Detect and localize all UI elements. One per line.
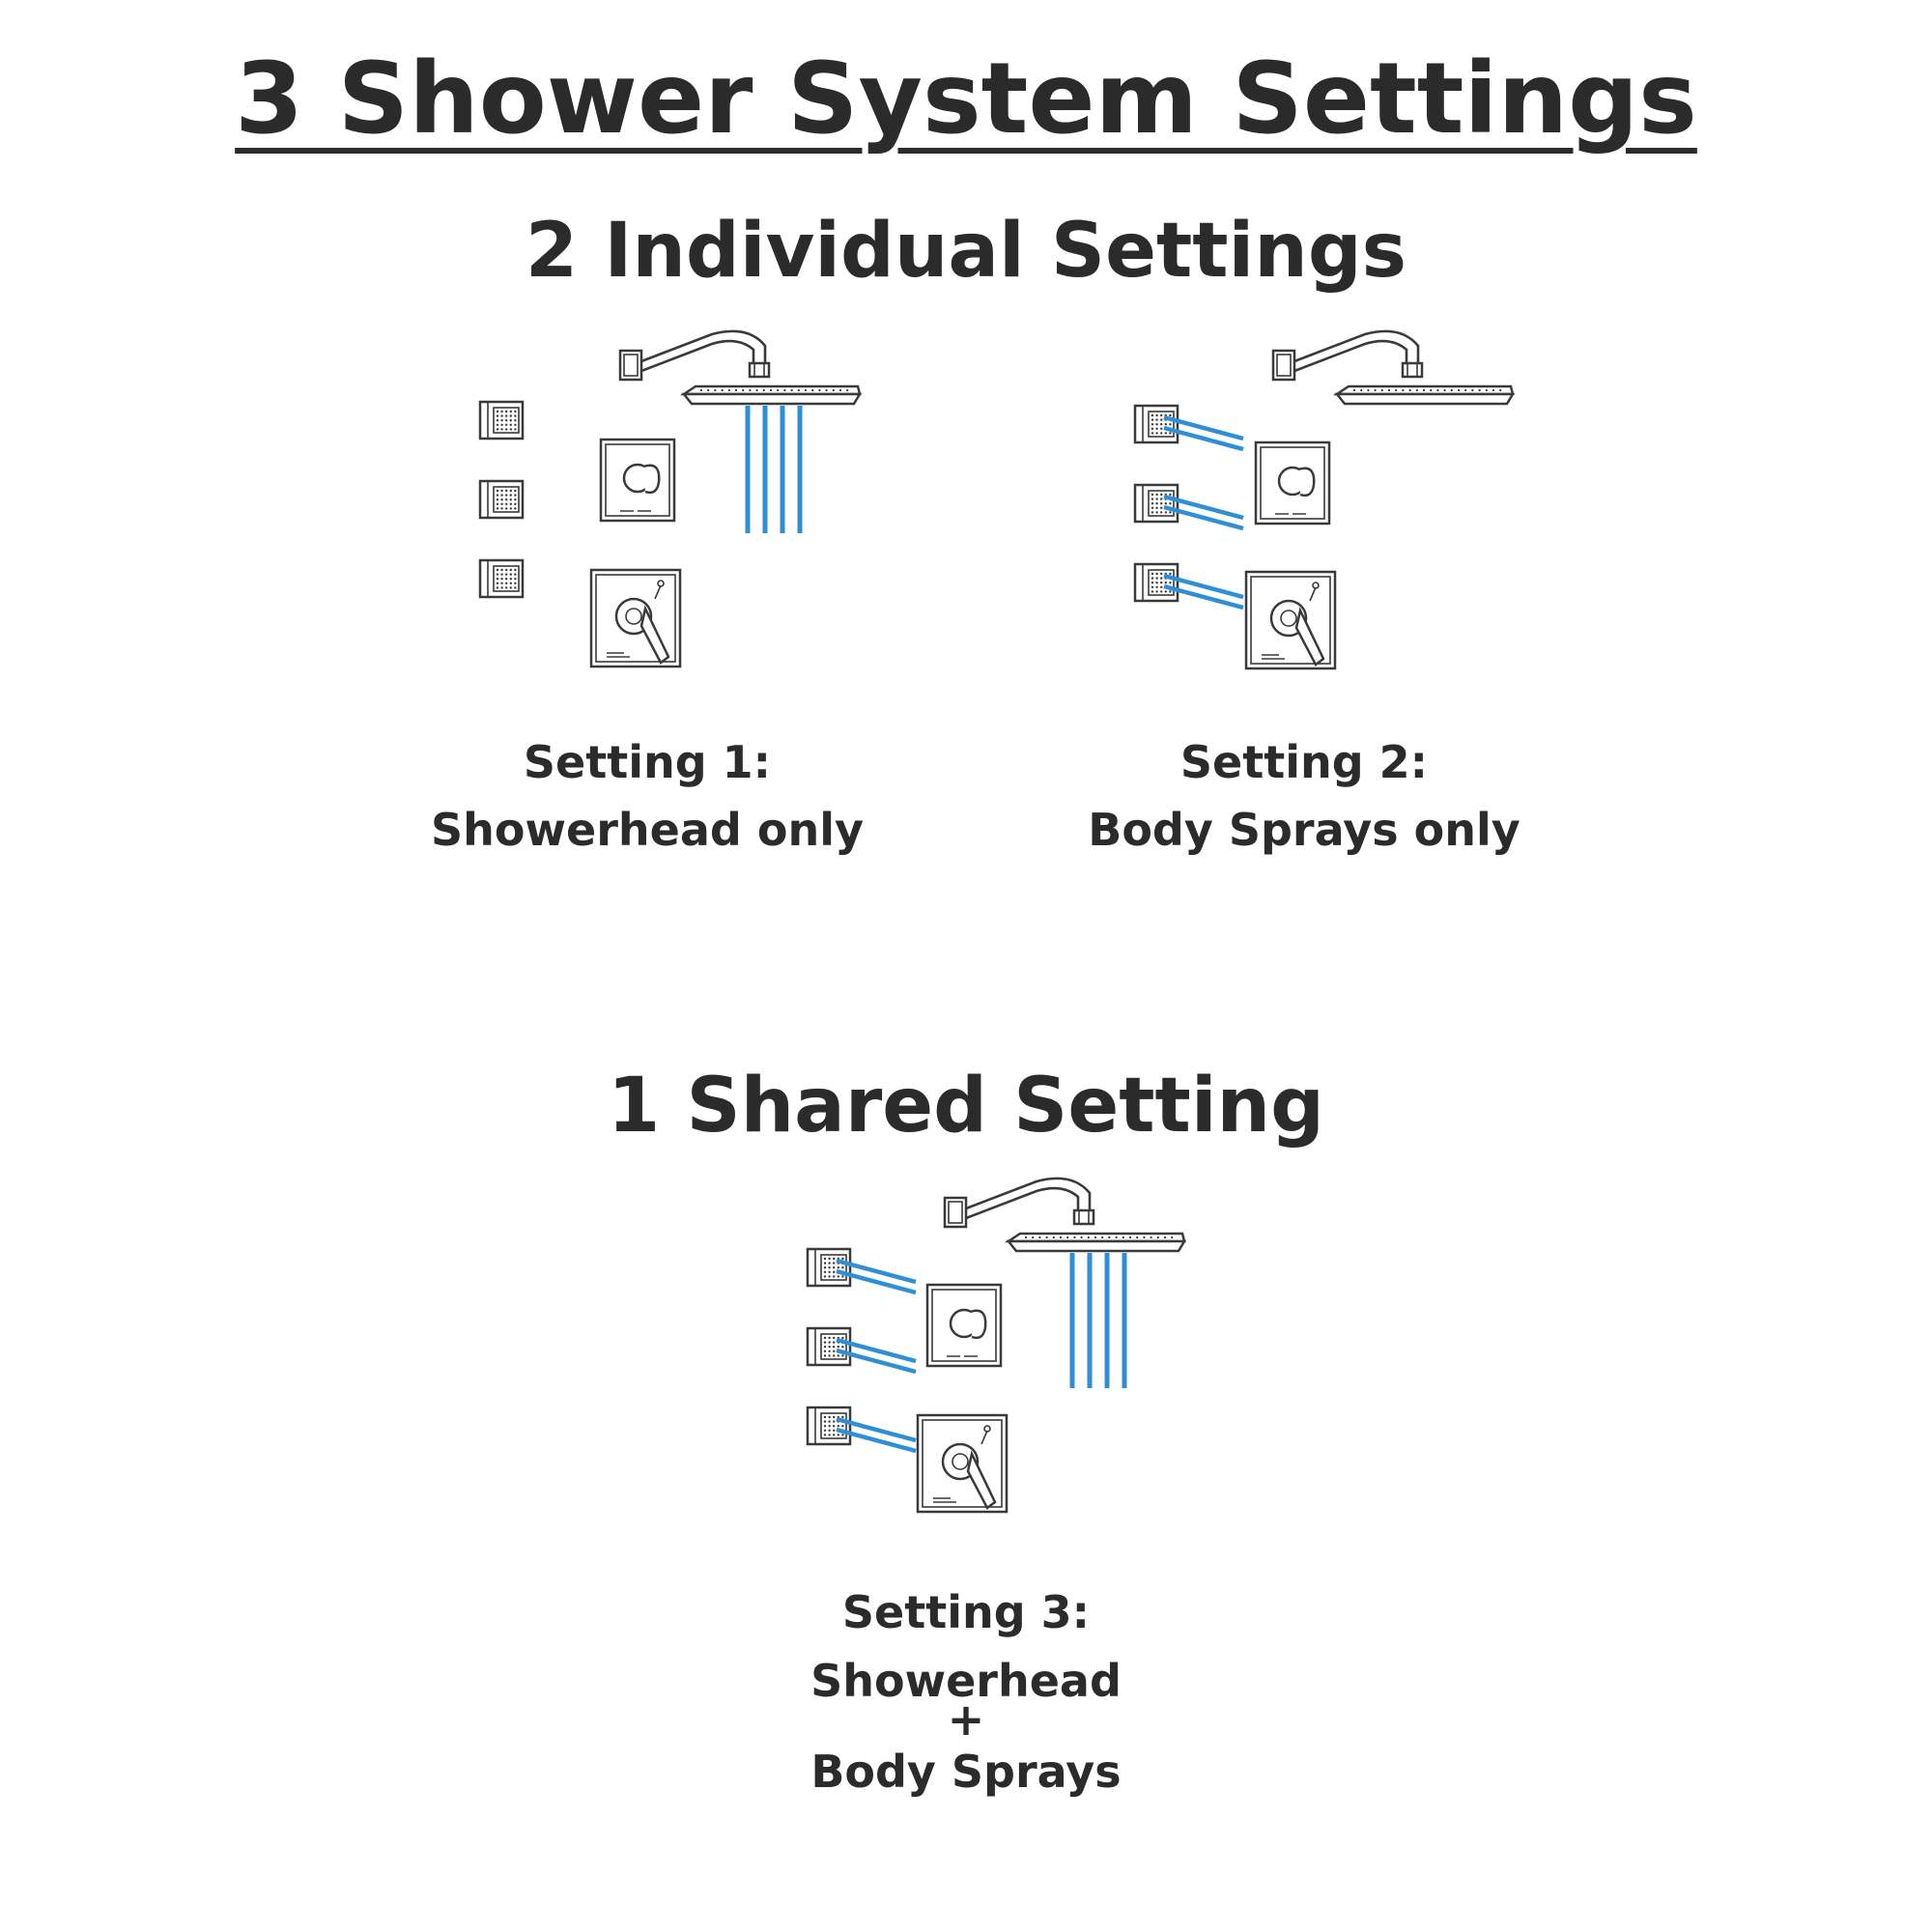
body-spray-water-jet [1163, 414, 1244, 452]
setting-3-plus: + [947, 1693, 985, 1746]
body-spray-icon [806, 1406, 852, 1446]
body-spray-icon [478, 558, 525, 599]
body-spray-icon [1133, 404, 1179, 444]
showerhead-water-stream [745, 406, 803, 533]
diverter-valve-icon [1254, 440, 1331, 526]
page-title-text: 3 Shower System Settings [235, 42, 1697, 156]
temperature-valve-icon [916, 1413, 1009, 1514]
temperature-valve-icon [589, 568, 682, 668]
showerhead-water-stream [1069, 1253, 1127, 1388]
temperature-valve-icon [1244, 570, 1337, 670]
shared-setting-heading: 1 Shared Setting [608, 1063, 1324, 1150]
diverter-valve-icon [925, 1283, 1003, 1368]
diverter-valve-icon [599, 438, 676, 523]
shower-arm-icon [618, 329, 771, 382]
body-spray-water-jet [836, 1337, 917, 1375]
body-spray-water-jet [836, 1416, 917, 1454]
setting-1-description: Showerhead only [431, 804, 864, 856]
body-spray-icon [806, 1326, 852, 1367]
body-spray-water-jet [1163, 573, 1244, 611]
showerhead-icon [679, 384, 863, 406]
body-spray-icon [806, 1247, 852, 1288]
body-spray-water-jet [836, 1258, 917, 1295]
setting-3-line-2: Body Sprays [810, 1746, 1122, 1798]
individual-settings-heading: 2 Individual Settings [525, 208, 1407, 295]
setting-2-label: Setting 2: [1179, 736, 1429, 788]
body-spray-icon [478, 400, 525, 440]
body-spray-water-jet [1163, 494, 1244, 531]
page-title: 3 Shower System Settings [0, 37, 1932, 162]
setting-3-label: Setting 3: [841, 1586, 1091, 1638]
shower-arm-icon [943, 1177, 1095, 1229]
setting-1-label: Setting 1: [523, 736, 772, 788]
setting-3-line-1: Showerhead [810, 1655, 1122, 1707]
setting-2-description: Body Sprays only [1088, 804, 1520, 856]
body-spray-icon [1133, 483, 1179, 524]
body-spray-icon [478, 479, 525, 520]
showerhead-icon [1332, 384, 1516, 406]
showerhead-icon [1004, 1232, 1187, 1253]
shower-arm-icon [1271, 329, 1424, 382]
